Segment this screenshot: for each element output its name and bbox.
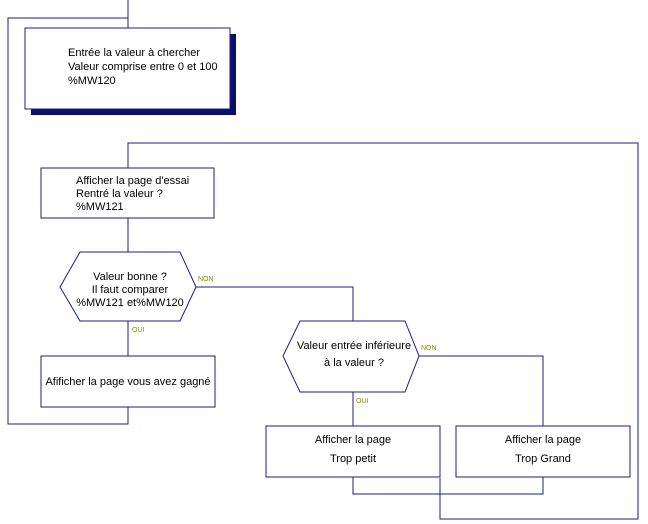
connector-small-merge xyxy=(352,477,440,495)
display-trial-line-1: Afficher la page d'essai xyxy=(76,175,189,187)
decision-good-shape xyxy=(59,251,197,322)
too-small-box xyxy=(265,425,441,478)
display-trial-box xyxy=(40,167,215,219)
display-trial-step: Afficher la page d'essai Rentré la valeu… xyxy=(40,167,215,219)
connector-lower-no xyxy=(419,355,544,426)
too-big-line-1: Afficher la page xyxy=(505,434,581,446)
decision-good-yes-label: OUI xyxy=(132,327,145,334)
decision-good-value: Valeur bonne ? Il faut comparer %MW121 e… xyxy=(59,251,197,322)
decision-good-line-1: Valeur bonne ? xyxy=(93,271,167,283)
too-small-line-1: Afficher la page xyxy=(315,434,391,446)
connector-good-no xyxy=(196,286,354,321)
input-step-line-1: Entrée la valeur à chercher xyxy=(68,47,200,59)
decision-lower-value: Valeur entrée inférieure à la valeur ? xyxy=(282,320,420,393)
display-trial-line-2: Rentré la valeur ? xyxy=(76,188,163,200)
too-small-step: Afficher la page Trop petit xyxy=(265,425,441,478)
input-step-line-3: %MW120 xyxy=(68,75,116,87)
decision-good-line-3: %MW121 et%MW120 xyxy=(76,297,184,309)
decision-lower-no-label: NON xyxy=(421,345,437,352)
connector-retry-loop xyxy=(127,142,639,520)
decision-lower-shape xyxy=(282,320,420,393)
too-big-box xyxy=(455,425,631,478)
input-step-line-2: Valeur comprise entre 0 et 100 xyxy=(68,61,218,73)
too-big-line-2: Trop Grand xyxy=(515,453,571,465)
decision-lower-line-2: à la valeur ? xyxy=(324,357,384,369)
too-small-line-2: Trop petit xyxy=(330,453,376,465)
win-step: Afificher la page vous avez gagné xyxy=(40,355,216,408)
decision-good-no-label: NON xyxy=(198,276,214,283)
too-big-step: Afficher la page Trop Grand xyxy=(455,425,631,478)
connectors xyxy=(7,0,639,520)
decision-lower-yes-label: OUI xyxy=(356,398,369,405)
display-trial-line-3: %MW121 xyxy=(76,201,124,213)
connector-win-loop xyxy=(7,17,129,425)
connector-big-merge xyxy=(440,477,544,495)
decision-lower-line-1: Valeur entrée inférieure xyxy=(297,340,411,352)
win-box xyxy=(40,355,216,408)
input-step-box xyxy=(24,27,231,110)
win-line-1: Afificher la page vous avez gagné xyxy=(45,376,210,388)
input-step: Entrée la valeur à chercher Valeur compr… xyxy=(24,27,236,115)
decision-good-line-2: Il faut comparer xyxy=(92,284,169,296)
